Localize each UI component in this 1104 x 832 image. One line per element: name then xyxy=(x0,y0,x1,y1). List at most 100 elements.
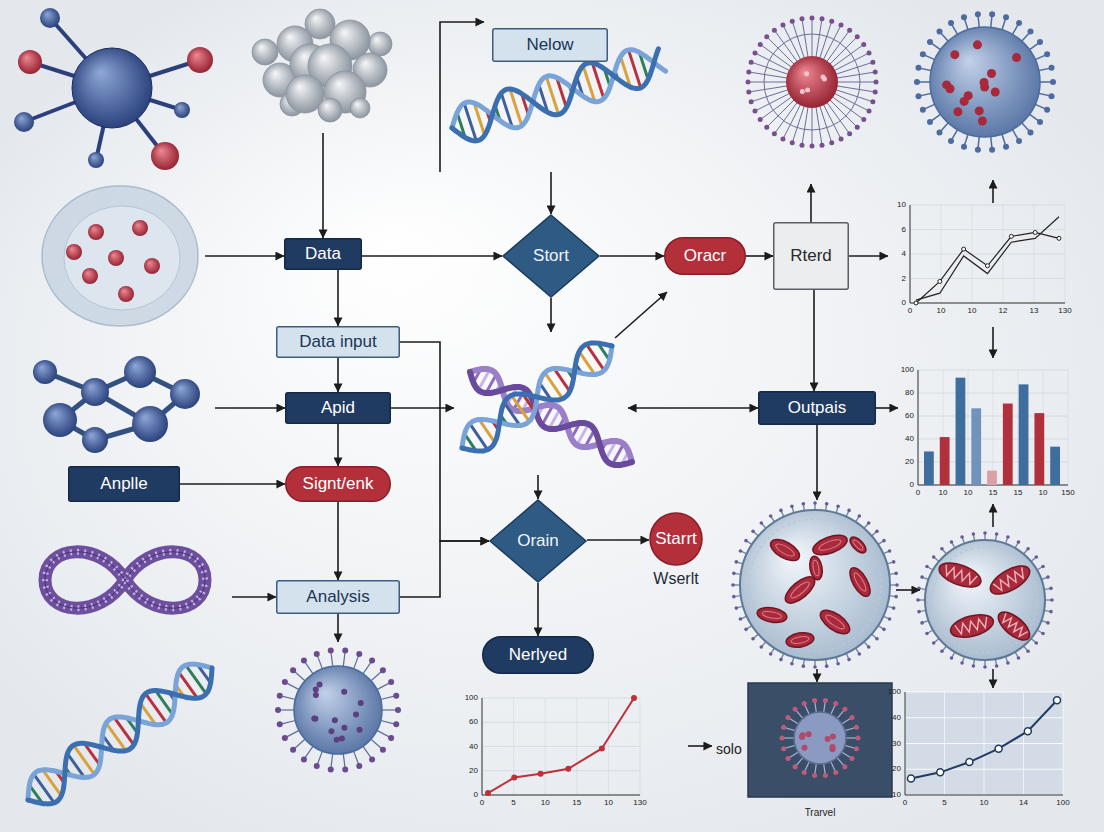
tick-label: 0 xyxy=(474,791,478,800)
tick-label: 20 xyxy=(892,765,901,774)
spike-tip xyxy=(751,637,755,641)
circle-outline xyxy=(650,513,702,565)
surface-dot xyxy=(822,76,827,81)
loop-helix xyxy=(45,552,205,608)
spike-tip xyxy=(820,16,825,21)
tick-label: 100 xyxy=(901,366,914,375)
grid-line xyxy=(1065,205,1066,303)
spike-tip xyxy=(975,147,981,153)
spike xyxy=(826,30,850,63)
data-point xyxy=(995,745,1002,752)
spike-tip xyxy=(972,532,976,536)
tick-label: 100 xyxy=(888,688,901,697)
spike-tip xyxy=(275,707,281,713)
spike-tip xyxy=(820,143,825,148)
cell-inner xyxy=(64,206,180,310)
spike-tip xyxy=(927,119,933,125)
spike-tip xyxy=(989,147,995,153)
spike-tip xyxy=(356,763,362,769)
spike-tip xyxy=(732,572,736,576)
spike-tip xyxy=(1049,587,1053,591)
cell-membrane xyxy=(740,510,890,660)
tick-label: 10 xyxy=(980,799,989,808)
spike xyxy=(760,96,793,120)
pointer-arrow xyxy=(215,407,285,409)
dna-helix xyxy=(452,49,666,141)
grid-line xyxy=(910,205,1065,206)
decision-diamond: Orain xyxy=(489,499,587,583)
spike-tip xyxy=(920,107,926,113)
spike-tip xyxy=(858,514,862,518)
surface-dot xyxy=(801,745,807,751)
node-label: Apid xyxy=(321,398,355,418)
spike-tip xyxy=(760,645,764,649)
spike-tip xyxy=(342,767,348,773)
data-line xyxy=(911,700,1057,778)
spike-tip xyxy=(961,14,967,20)
spike-tip xyxy=(894,572,898,576)
base-pair xyxy=(146,694,167,723)
strand xyxy=(28,668,212,804)
base-pair xyxy=(34,774,55,803)
pointer-arrow xyxy=(876,407,898,409)
tick-label: 10 xyxy=(897,201,906,210)
spike-tip xyxy=(764,125,769,130)
mitochondrion xyxy=(785,631,815,650)
terminal-pill: Signt/enk xyxy=(285,466,391,502)
virus-illustration xyxy=(780,698,861,778)
virus-body xyxy=(794,712,846,764)
spike-tip xyxy=(1049,65,1055,71)
mitochondrion-body xyxy=(808,555,824,581)
data-point xyxy=(986,264,990,268)
spike-tip xyxy=(1049,610,1053,614)
tick-label: 20 xyxy=(905,458,914,467)
spike xyxy=(835,72,875,78)
loop-pattern xyxy=(45,552,205,608)
spike-tip xyxy=(855,34,860,39)
grid-line xyxy=(482,746,640,747)
spike-tip xyxy=(780,137,785,142)
flow-arrow xyxy=(537,583,539,636)
tick-label: 100 xyxy=(465,694,478,703)
flow-arrow xyxy=(180,483,285,485)
granule xyxy=(118,286,134,302)
atom xyxy=(174,102,190,118)
surface-dot xyxy=(341,725,347,731)
microscope-image xyxy=(748,683,892,797)
surface-dot xyxy=(830,734,836,740)
spike-tip xyxy=(1041,632,1045,636)
spike xyxy=(774,30,798,63)
spike-tip xyxy=(277,721,283,727)
surface-dot xyxy=(334,737,340,743)
cell-membrane xyxy=(925,540,1045,660)
data-point xyxy=(1057,236,1061,240)
atom xyxy=(132,406,168,442)
granule xyxy=(88,224,104,240)
cristae xyxy=(993,567,1027,592)
spike-tip xyxy=(856,736,861,741)
atom xyxy=(151,142,179,170)
note-label: solo xyxy=(716,742,742,757)
pointer-arrow xyxy=(992,669,994,688)
spike-tip xyxy=(1028,130,1034,136)
tick-label: 10 xyxy=(968,307,977,316)
spike-tip xyxy=(799,16,804,21)
axis xyxy=(905,692,906,795)
spike xyxy=(751,62,790,75)
pill-outline xyxy=(483,637,594,674)
bar xyxy=(1003,404,1013,485)
spike-tip xyxy=(1041,565,1045,569)
bar xyxy=(1050,447,1060,485)
spike-tip xyxy=(732,595,736,599)
mitochondrion-body xyxy=(846,565,874,600)
tick-label: 0 xyxy=(910,481,914,490)
pointer-arrow xyxy=(322,133,324,238)
bar xyxy=(1034,413,1044,485)
axis xyxy=(910,303,1065,304)
spike-tip xyxy=(812,773,817,778)
flow-arrow xyxy=(337,358,339,392)
spike xyxy=(834,89,873,102)
tick-label: 5 xyxy=(942,799,946,808)
axis xyxy=(918,370,919,485)
protein-cluster xyxy=(252,9,392,122)
